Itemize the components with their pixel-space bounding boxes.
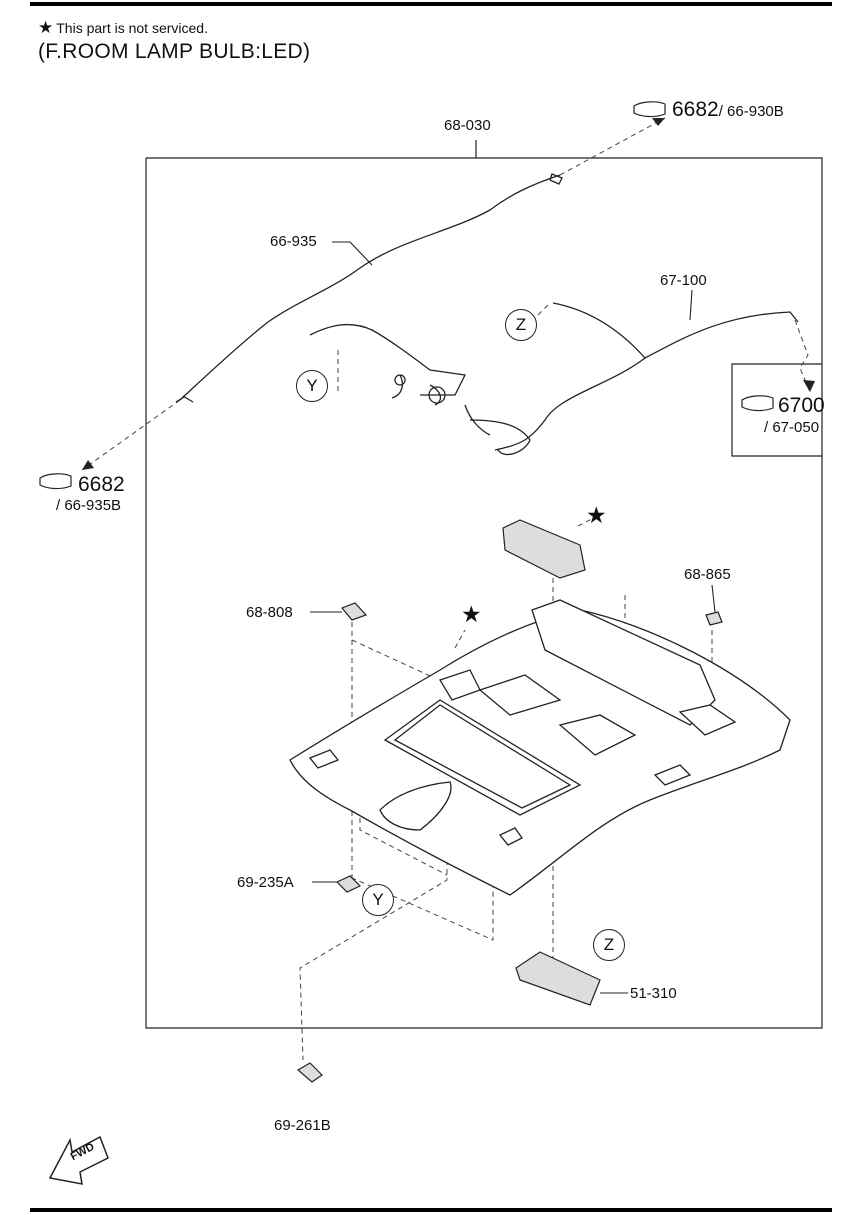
star-icon: ★ bbox=[38, 18, 54, 37]
callout-y-lower: Y bbox=[362, 884, 394, 916]
bottom-rule bbox=[30, 1208, 832, 1212]
ref-right-number: 6700 bbox=[778, 394, 825, 417]
arrowheads bbox=[82, 118, 815, 470]
small-components bbox=[296, 519, 723, 1083]
ref-left-number: 6682 bbox=[78, 473, 125, 496]
part-66-935[interactable]: 66-935 bbox=[270, 233, 317, 250]
ref-right-sub: / 67-050 bbox=[764, 419, 820, 436]
not-serviced-note: ★This part is not serviced. bbox=[38, 18, 208, 38]
ref-top-right-sub: / 66-930B bbox=[718, 103, 784, 120]
callout-z-lower: Z bbox=[593, 929, 625, 961]
diagram-subtitle: (F.ROOM LAMP BULB:LED) bbox=[38, 40, 311, 63]
part-68-808[interactable]: 68-808 bbox=[246, 604, 293, 621]
part-69-261B[interactable]: 69-261B bbox=[274, 1117, 331, 1134]
ref-left-sub: / 66-935B bbox=[56, 497, 122, 514]
harness-67-100 bbox=[309, 302, 799, 456]
ref-top-right[interactable]: 6682/ 66-930B bbox=[672, 98, 784, 122]
part-68-030[interactable]: 68-030 bbox=[444, 117, 491, 134]
star-icon-lamp: ★ bbox=[586, 502, 607, 528]
fwd-arrow-icon bbox=[48, 1135, 109, 1185]
part-51-310[interactable]: 51-310 bbox=[630, 985, 677, 1002]
harness-66-935 bbox=[175, 173, 563, 403]
callout-z-upper: Z bbox=[505, 309, 537, 341]
part-69-235A[interactable]: 69-235A bbox=[237, 874, 294, 891]
ref-left[interactable]: 6682 bbox=[78, 473, 125, 497]
hand-pointer-icons bbox=[39, 101, 774, 490]
part-67-100[interactable]: 67-100 bbox=[660, 272, 707, 289]
ref-top-right-number: 6682 bbox=[672, 98, 719, 121]
ref-right[interactable]: 6700 bbox=[778, 394, 825, 418]
callout-y-upper: Y bbox=[296, 370, 328, 402]
headliner-panel bbox=[289, 599, 791, 896]
leader-lines bbox=[81, 117, 811, 1061]
part-68-865[interactable]: 68-865 bbox=[684, 566, 731, 583]
note-text: This part is not serviced. bbox=[56, 20, 208, 36]
star-icon-headliner: ★ bbox=[461, 601, 482, 627]
assembly-frame bbox=[145, 140, 823, 1029]
top-rule bbox=[30, 2, 832, 6]
label-leaders bbox=[310, 241, 716, 994]
